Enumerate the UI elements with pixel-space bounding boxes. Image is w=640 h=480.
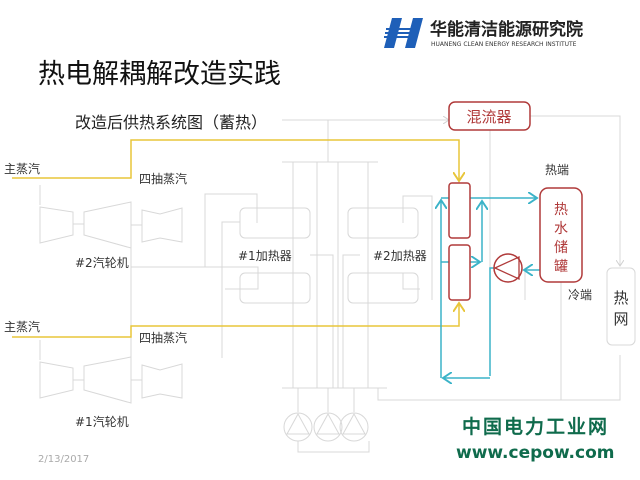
turbine1-hp-icon [39,361,74,399]
heater2-lower [347,272,419,304]
pump-icon [339,412,369,442]
slide-subtitle: 改造后供热系统图（蓄热） [75,113,267,132]
turbine2-label: #2汽轮机 [75,255,129,270]
pump-icon [283,412,313,442]
heat-exchanger-upper [448,182,471,239]
tank-label: 储 [554,240,568,256]
tank-label: 热 [554,202,568,218]
turbine1-ip-icon [83,356,132,404]
heater1-upper [239,207,311,239]
heater2-label: #2加热器 [373,249,427,263]
slide-title: 热电解耦解改造实践 [38,59,281,90]
inactive-equipment [39,115,620,453]
cold-end-label: 冷端 [568,288,592,302]
watermark-name: 中国电力工业网 [462,415,609,438]
steam-line-bottom [12,303,459,338]
turbine2-lp-icon [141,207,183,243]
org-name-en: HUANENG CLEAN ENERGY RESEARCH INSTITUTE [431,41,577,48]
watermark-url: www.cepow.com [456,443,615,463]
hot-end-label: 热端 [545,163,569,177]
extraction-steam-label: 四抽蒸汽 [139,330,187,345]
heater1-lower [239,272,311,304]
heat-exchanger-lower [448,244,471,301]
main-steam-label: 主蒸汽 [4,161,40,176]
turbine2-ip-icon [83,201,132,249]
institute-logo-icon [384,18,423,48]
heat-network-label: 热 [613,289,628,307]
turbine2-hp-icon [39,206,74,244]
heater2-upper [347,207,419,239]
pump-icon [313,412,343,442]
circulation-pump-icon [493,253,523,283]
steam-line-top [12,139,459,181]
hot-water-tank [539,187,583,283]
mixer-label: 混流器 [466,108,511,126]
main-steam-label: 主蒸汽 [4,319,40,334]
tank-label: 水 [554,221,568,237]
extraction-steam-label: 四抽蒸汽 [139,171,187,186]
mixer-box [448,101,531,131]
heater1-label: #1加热器 [238,249,292,263]
tank-label: 罐 [554,259,568,275]
heat-network-label: 网 [613,310,628,328]
heat-network-box [606,267,636,346]
turbine1-lp-icon [141,363,183,399]
org-name-cn: 华能清洁能源研究院 [430,19,583,40]
slide-date: 2/13/2017 [38,454,89,465]
turbine1-label: #1汽轮机 [75,414,129,429]
